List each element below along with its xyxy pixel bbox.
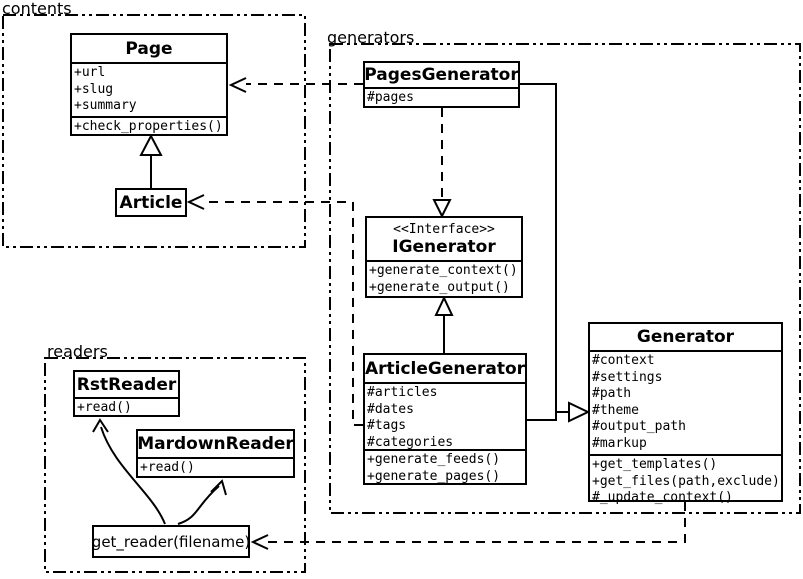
articlegenerator-uses-article-line bbox=[205, 201, 363, 426]
function-get-reader: get_reader(filename) bbox=[92, 525, 250, 558]
realization-triangle-icon bbox=[432, 199, 452, 219]
compartment-divider bbox=[138, 457, 293, 459]
open-arrowhead-icon bbox=[210, 479, 227, 496]
class-articlegenerator-title: ArticleGenerator bbox=[364, 358, 526, 379]
class-pagesgenerator: PagesGenerator #pages bbox=[363, 61, 520, 108]
class-generator-methods: +get_templates()+get_files(path,exclude)… bbox=[592, 457, 780, 505]
readers-package-border bbox=[44, 357, 306, 573]
articlegenerator-extends-generator-line bbox=[527, 412, 557, 421]
class-igenerator-title: <<Interface>> IGenerator bbox=[392, 221, 496, 257]
class-rstreader-methods: +read() bbox=[77, 400, 132, 415]
generator-uses-getreader-line bbox=[267, 502, 686, 543]
readers-package-label: readers bbox=[47, 342, 108, 361]
class-pagesgenerator-title: PagesGenerator bbox=[364, 65, 519, 85]
compartment-divider bbox=[367, 260, 521, 262]
compartment-divider bbox=[75, 397, 178, 399]
compartment-divider bbox=[365, 87, 518, 89]
compartment-divider bbox=[590, 454, 781, 456]
class-article-title: Article bbox=[119, 192, 183, 213]
compartment-divider bbox=[72, 116, 226, 118]
class-page-methods: +check_properties() bbox=[74, 119, 223, 134]
open-arrowhead-icon bbox=[92, 418, 109, 433]
contents-package-border bbox=[2, 14, 306, 248]
generators-package-border bbox=[329, 43, 801, 514]
compartment-divider bbox=[590, 350, 781, 352]
class-generator-attributes: #context#settings#path#theme#output_path… bbox=[592, 353, 686, 451]
class-mardownreader: MardownReader +read() bbox=[136, 429, 295, 478]
contents-package-label: contents bbox=[2, 0, 72, 18]
class-mardownreader-methods: +read() bbox=[140, 460, 195, 475]
class-page: Page +url+slug+summary +check_properties… bbox=[70, 33, 228, 136]
generalization-triangle-icon bbox=[434, 295, 454, 316]
generators-package-label: generators bbox=[327, 28, 415, 47]
class-mardownreader-title: MardownReader bbox=[137, 434, 294, 454]
compartment-divider bbox=[365, 382, 525, 384]
class-page-title: Page bbox=[125, 38, 173, 59]
open-arrowhead-icon bbox=[186, 194, 205, 210]
getreader-creates-rstreader-line bbox=[100, 426, 166, 525]
class-pagesgenerator-attributes: #pages bbox=[367, 90, 414, 105]
compartment-divider bbox=[72, 62, 226, 64]
pagesgenerator-extends-generator-line bbox=[520, 83, 568, 413]
open-arrowhead-icon bbox=[228, 77, 247, 93]
generalization-triangle-icon bbox=[568, 401, 591, 423]
compartment-divider bbox=[365, 449, 525, 451]
class-articlegenerator: ArticleGenerator #articles#dates#tags#ca… bbox=[363, 353, 527, 485]
generalization-triangle-icon bbox=[139, 133, 163, 156]
getreader-creates-mardownreader-line bbox=[177, 485, 220, 525]
class-rstreader-title: RstReader bbox=[76, 374, 177, 395]
class-articlegenerator-attributes: #articles#dates#tags#categories bbox=[367, 385, 454, 450]
interface-stereotype: <<Interface>> bbox=[393, 221, 495, 237]
class-generator-title: Generator bbox=[636, 327, 735, 347]
class-igenerator: <<Interface>> IGenerator +generate_conte… bbox=[365, 216, 523, 298]
class-rstreader: RstReader +read() bbox=[73, 370, 180, 417]
class-igenerator-methods: +generate_context()+generate_output() bbox=[369, 263, 518, 295]
class-page-attributes: +url+slug+summary bbox=[74, 65, 137, 113]
class-articlegenerator-methods: +generate_feeds()+generate_pages() bbox=[367, 452, 501, 484]
class-generator: Generator #context#settings#path#theme#o… bbox=[588, 322, 783, 505]
class-article: Article bbox=[115, 188, 187, 217]
open-arrowhead-icon bbox=[250, 534, 269, 550]
